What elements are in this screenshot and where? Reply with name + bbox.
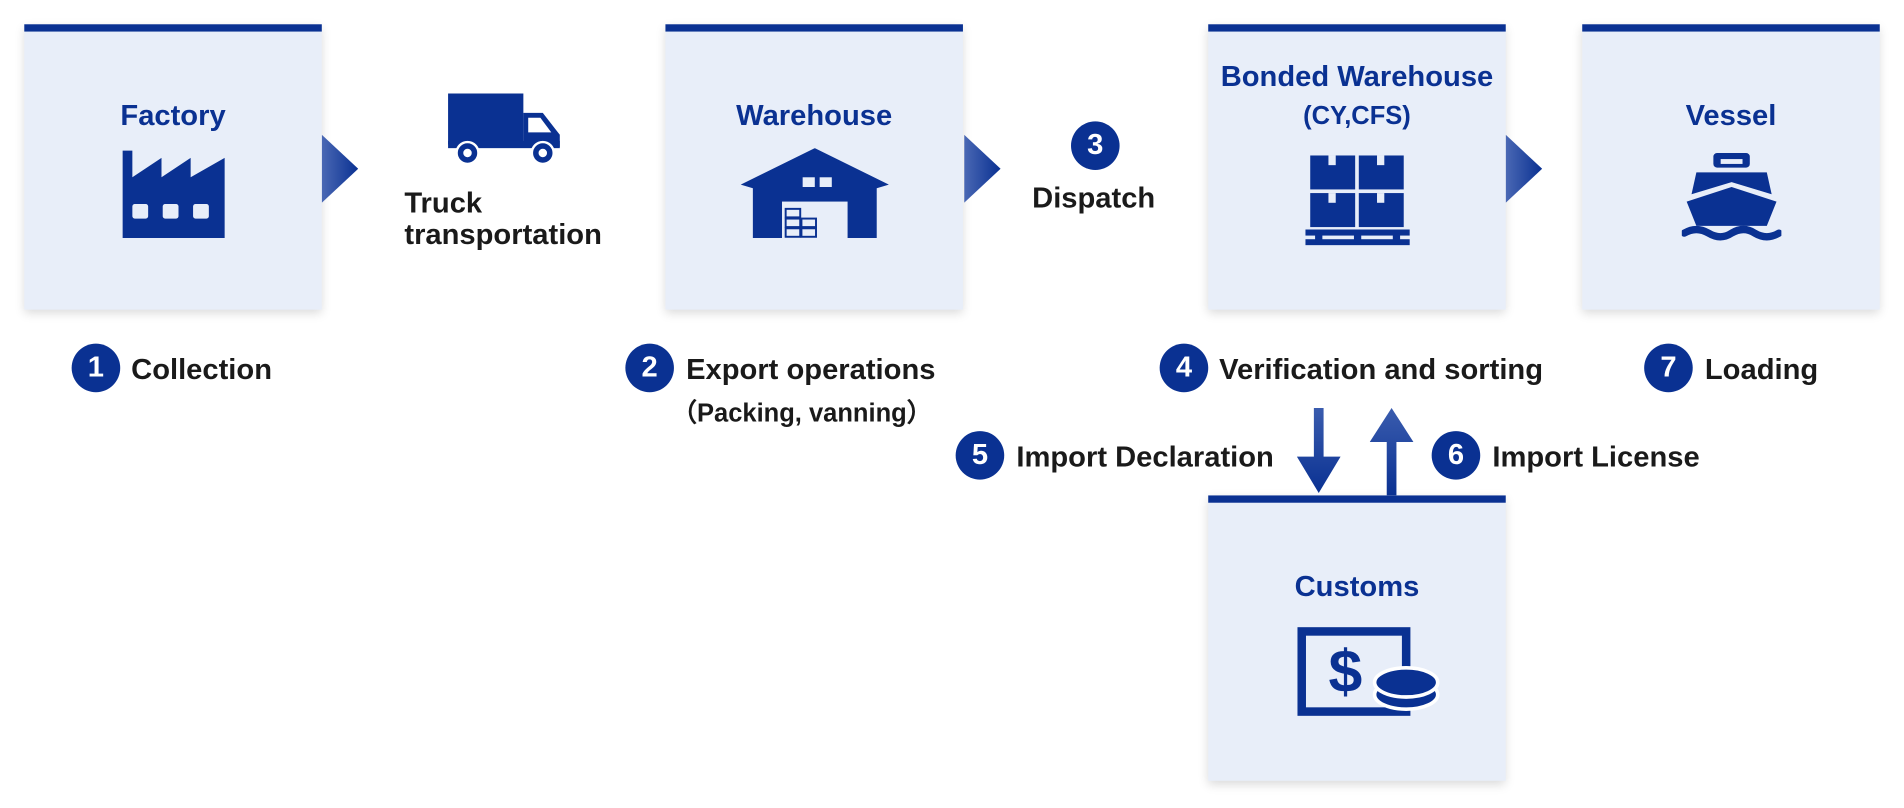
step-2-label: Export operations xyxy=(686,353,936,387)
step-3-number: 3 xyxy=(1071,121,1120,171)
step-5-label: Import Declaration xyxy=(1016,440,1274,474)
step-7-label: Loading xyxy=(1704,353,1819,387)
step-4-number: 4 xyxy=(1159,343,1209,393)
bonded-warehouse-box: Bonded Warehouse (CY,CFS) xyxy=(1208,24,1506,310)
truck-label-line2: transportation xyxy=(404,218,602,252)
truck-icon xyxy=(448,93,560,166)
step-5-number: 5 xyxy=(955,431,1005,480)
step-6-label: Import License xyxy=(1492,440,1700,474)
factory-title: Factory xyxy=(120,99,226,133)
step-3-label: Dispatch xyxy=(1032,182,1156,215)
flow-arrow-2 xyxy=(964,134,1001,203)
bonded-warehouse-subtitle: (CY,CFS) xyxy=(1303,102,1411,130)
truck-label-line1: Truck xyxy=(404,187,483,220)
flow-arrow-1 xyxy=(321,134,359,203)
step-1-label: Collection xyxy=(131,353,273,387)
step-1-number: 1 xyxy=(71,343,121,393)
down-arrow xyxy=(1296,408,1341,494)
vessel-title: Vessel xyxy=(1685,99,1777,133)
step-4-label: Verification and sorting xyxy=(1219,353,1544,387)
up-arrow xyxy=(1369,408,1414,496)
factory-box: Factory xyxy=(24,24,322,310)
svg-text:$: $ xyxy=(1329,637,1363,705)
warehouse-box: Warehouse xyxy=(665,24,963,310)
ship-icon xyxy=(1681,153,1782,241)
vessel-box: Vessel xyxy=(1582,24,1880,310)
customs-box: Customs $ xyxy=(1208,495,1506,781)
flow-arrow-3 xyxy=(1505,134,1543,203)
warehouse-icon xyxy=(740,148,889,239)
step-7-number: 7 xyxy=(1644,343,1693,393)
warehouse-title: Warehouse xyxy=(736,99,893,133)
factory-icon xyxy=(122,150,225,239)
step-2-number: 2 xyxy=(625,343,674,393)
pallet-boxes-icon xyxy=(1305,155,1410,246)
bonded-warehouse-title: Bonded Warehouse xyxy=(1220,60,1494,94)
step-2-sublabel: （Packing, vanning） xyxy=(671,399,933,428)
money-icon: $ xyxy=(1297,627,1440,716)
customs-title: Customs xyxy=(1294,570,1420,604)
step-6-number: 6 xyxy=(1431,431,1481,480)
